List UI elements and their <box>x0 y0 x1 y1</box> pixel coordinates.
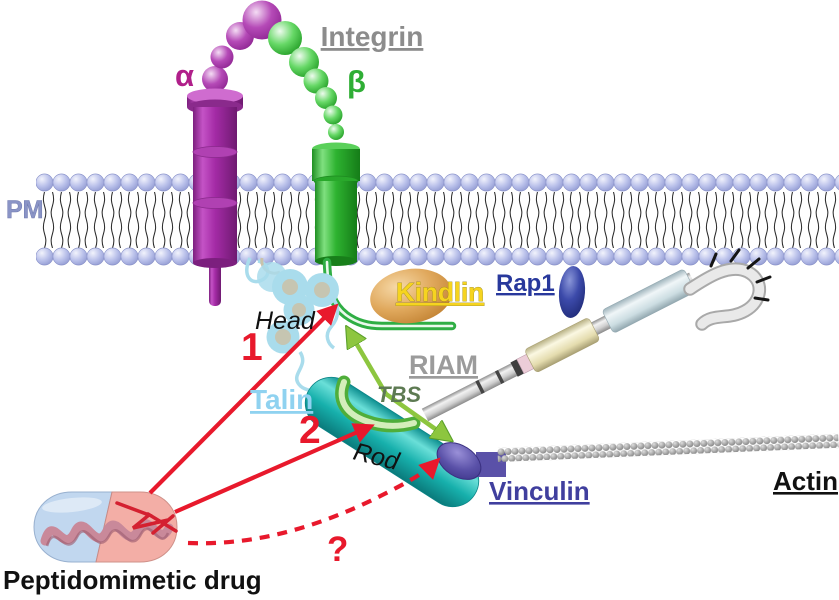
label-step-2: 2 <box>299 409 321 452</box>
label-riam: RIAM <box>409 350 478 380</box>
riam-tick <box>494 369 505 385</box>
arrow-tbs-to-beta-tail <box>349 331 388 396</box>
kindlin-protein <box>370 268 452 324</box>
riam-yellow-segment <box>525 318 600 372</box>
label-head: Head <box>255 307 316 335</box>
riam-hook-dashes <box>709 248 772 302</box>
riam-tick <box>475 379 485 394</box>
red-arrows <box>148 303 441 546</box>
label-alpha: α <box>175 58 194 93</box>
drug-red-scaffold <box>115 501 178 535</box>
rap1-protein <box>558 266 586 318</box>
riam-rod <box>421 248 772 422</box>
label-step-1: 1 <box>241 326 263 369</box>
arrow-tbs-to-vinculin <box>384 392 448 438</box>
drug-capsule <box>33 491 178 563</box>
talin-head <box>245 257 340 399</box>
label-rap1: Rap1 <box>496 270 555 297</box>
lipid-heads-top-row <box>36 173 839 192</box>
actin-filament <box>497 433 839 463</box>
label-pm: PM <box>6 196 44 224</box>
plasma-membrane <box>36 173 839 266</box>
red-arrow-1 <box>148 303 339 495</box>
red-dashed-arrow <box>187 457 441 546</box>
label-beta: β <box>347 64 366 99</box>
integrin-alpha-subunit <box>187 0 282 306</box>
tbs-band <box>335 375 421 433</box>
riam-dark-band <box>510 359 524 377</box>
label-drug: Peptidomimetic drug <box>3 565 262 595</box>
label-talin: Talin <box>250 384 313 415</box>
red-arrow-2 <box>174 423 375 514</box>
label-question-mark: ? <box>327 530 348 569</box>
label-kindlin: Kindlin <box>396 277 484 307</box>
label-tbs: TBS <box>377 382 421 407</box>
label-vinculin: Vinculin <box>489 476 590 506</box>
label-actin: Actin <box>773 466 838 496</box>
green-arrows <box>349 331 448 438</box>
lipid-heads-bottom-row <box>36 247 839 266</box>
lipid-tails <box>40 192 839 248</box>
riam-blue-segment <box>602 269 695 333</box>
alpha-arch-bead <box>210 45 234 69</box>
label-integrin: Integrin <box>321 21 424 52</box>
integrin-beta-subunit <box>268 21 360 266</box>
